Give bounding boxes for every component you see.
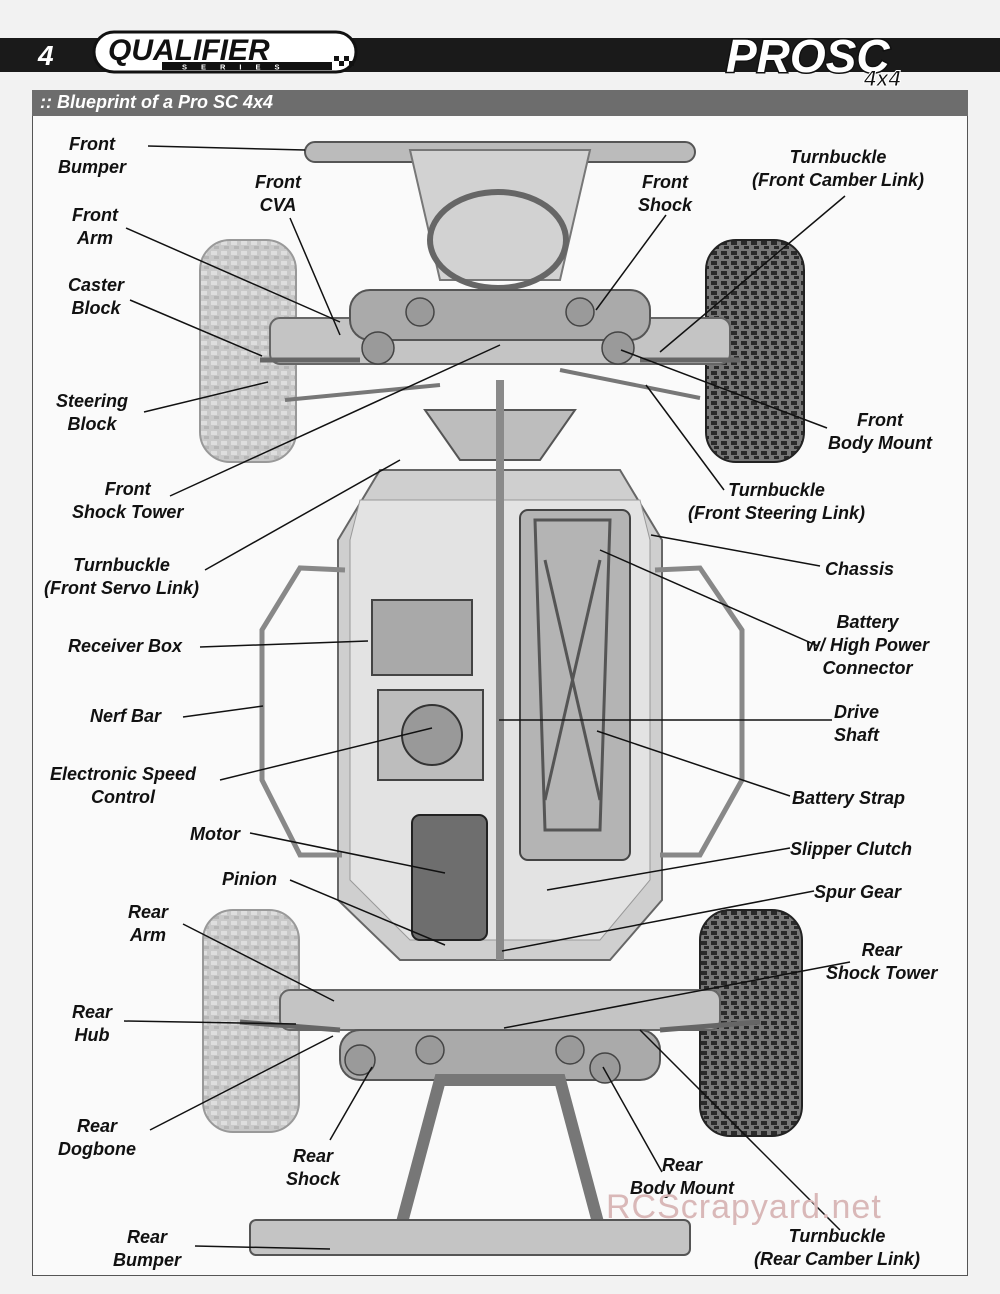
label-turnbuckle-camber-rear: Turnbuckle (Rear Camber Link) xyxy=(754,1226,921,1269)
label-front-cva: Front CVA xyxy=(255,172,301,215)
label-front-arm: Front Arm xyxy=(72,205,118,248)
label-spur-gear: Spur Gear xyxy=(814,882,902,902)
svg-text:PROSC: PROSC xyxy=(726,30,890,82)
label-front-bumper: Front Bumper xyxy=(58,134,127,177)
watermark: RCScrapyard.net xyxy=(606,1188,882,1226)
pro-sc-4x4-logo: PROSC 4x4 xyxy=(725,29,902,91)
label-motor: Motor xyxy=(190,824,240,844)
label-turnbuckle-steering: Turnbuckle (Front Steering Link) xyxy=(688,480,865,523)
label-front-shock: Front Shock xyxy=(638,172,693,215)
label-drive-shaft: Drive Shaft xyxy=(834,702,880,745)
label-nerf-bar: Nerf Bar xyxy=(90,706,162,726)
section-title: :: Blueprint of a Pro SC 4x4 xyxy=(40,92,274,112)
label-slipper-clutch: Slipper Clutch xyxy=(790,839,913,859)
label-steering-block: Steering Block xyxy=(56,391,129,434)
label-esc: Electronic Speed Control xyxy=(50,764,197,807)
rear-bumper-bar xyxy=(249,1219,691,1256)
label-chassis: Chassis xyxy=(825,559,895,579)
receiver-box xyxy=(371,599,473,676)
page-number: 4 xyxy=(38,40,54,71)
svg-text:QUALIFIER: QUALIFIER xyxy=(108,34,270,67)
label-rear-hub: Rear Hub xyxy=(72,1002,113,1045)
motor xyxy=(411,814,488,941)
label-rear-body-mount: Rear Body Mount xyxy=(630,1155,734,1198)
svg-text:SERIES: SERIES xyxy=(182,63,294,72)
label-battery-strap: Battery Strap xyxy=(792,788,906,808)
section-title-bar xyxy=(32,90,968,116)
label-battery: Battery w/ High Power Connector xyxy=(806,612,930,678)
label-pinion: Pinion xyxy=(222,869,277,889)
label-rear-arm: Rear Arm xyxy=(128,902,169,945)
label-rear-shock: Rear Shock xyxy=(286,1146,341,1189)
svg-text:4x4: 4x4 xyxy=(863,66,901,90)
label-rear-dogbone: Rear Dogbone xyxy=(58,1116,136,1159)
label-caster-block: Caster Block xyxy=(68,275,125,318)
nerf-bar-left xyxy=(259,565,346,858)
label-front-shock-tower: Front Shock Tower xyxy=(72,479,184,522)
label-turnbuckle-camber-front: Turnbuckle (Front Camber Link) xyxy=(752,147,925,190)
label-rear-shock-tower: Rear Shock Tower xyxy=(826,940,938,983)
nerf-bar-right xyxy=(654,565,745,858)
label-rear-bumper: Rear Bumper xyxy=(113,1227,182,1270)
label-turnbuckle-servo: Turnbuckle (Front Servo Link) xyxy=(44,555,200,598)
label-front-body-mount: Front Body Mount xyxy=(828,410,932,453)
qualifier-series-logo: QUALIFIER SERIES xyxy=(92,30,358,74)
label-receiver-box: Receiver Box xyxy=(68,636,183,656)
